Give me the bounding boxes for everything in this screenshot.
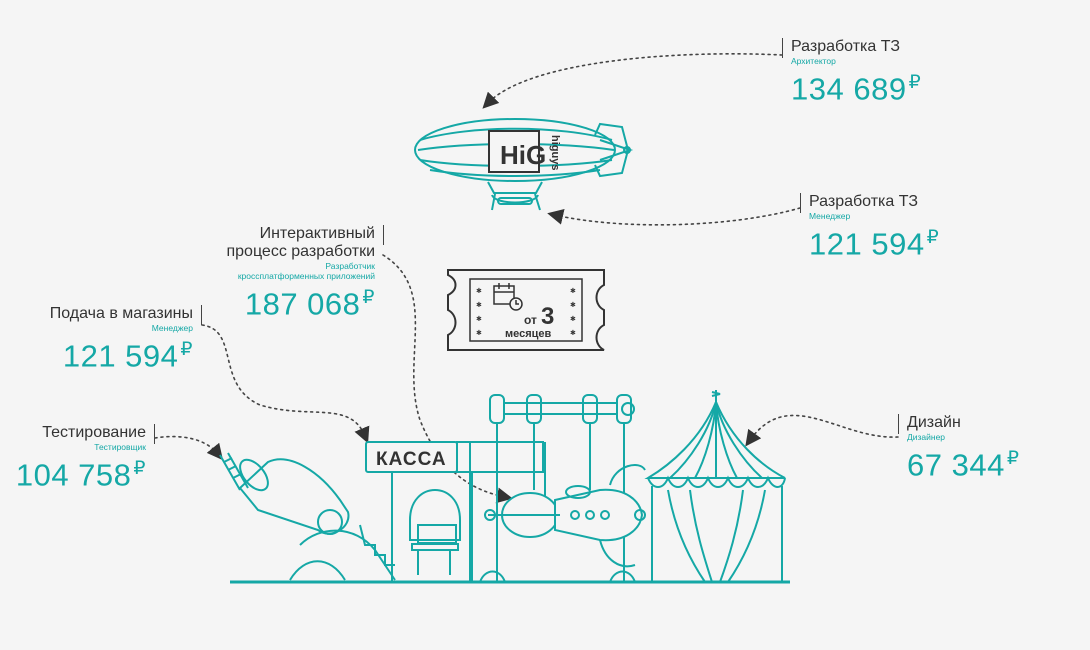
divider xyxy=(154,424,155,444)
item-title: Разработка ТЗ xyxy=(791,38,900,55)
arrow-testing xyxy=(154,435,224,461)
item-price: 67 344₽ xyxy=(907,447,1020,483)
divider xyxy=(201,305,202,325)
divider xyxy=(383,225,384,245)
item-price: 121 594₽ xyxy=(62,338,193,374)
svg-text:✱: ✱ xyxy=(476,287,482,295)
item-title-line2: процесс разработки xyxy=(226,243,375,260)
cannon xyxy=(219,452,396,581)
swing-ride xyxy=(479,394,646,583)
arrow-architect xyxy=(482,53,783,109)
circus-tent xyxy=(644,390,790,583)
ticket-unit: месяцев xyxy=(505,328,552,340)
item-price: 121 594₽ xyxy=(809,226,940,262)
ticket: ✱ ✱ ✱ ✱ ✱ ✱ ✱ ✱ от 3 месяцев xyxy=(447,269,605,351)
item-role: Дизайнер xyxy=(907,432,946,442)
svg-text:✱: ✱ xyxy=(476,301,482,309)
svg-text:✱: ✱ xyxy=(476,315,482,323)
item-role-line2: кроссплатформенных приложений xyxy=(237,271,375,281)
arrow-manager-tz xyxy=(547,207,801,226)
item-title: Разработка ТЗ xyxy=(809,193,918,210)
item-testing: Тестирование Тестировщик 104 758₽ xyxy=(16,424,155,492)
item-manager-tz: Разработка ТЗ Менеджер 121 594₽ xyxy=(800,193,939,261)
item-role: Менеджер xyxy=(151,323,193,333)
ticket-prefix: от xyxy=(524,313,537,327)
item-role: Тестировщик xyxy=(94,442,146,452)
logo-name: higuys xyxy=(549,135,561,170)
logo-mark: HiG xyxy=(500,140,546,170)
arrow-design xyxy=(745,414,899,447)
ticket-booth xyxy=(365,441,546,583)
item-design: Дизайн Дизайнер 67 344₽ xyxy=(898,414,1019,482)
item-title: Дизайн xyxy=(907,414,961,431)
svg-text:✱: ✱ xyxy=(570,287,576,295)
svg-text:✱: ✱ xyxy=(570,301,576,309)
item-price: 104 758₽ xyxy=(15,457,146,493)
calendar-icon xyxy=(493,283,523,311)
item-role-line1: Разработчик xyxy=(325,261,375,271)
svg-text:✱: ✱ xyxy=(570,329,576,337)
higuys-logo: HiG higuys xyxy=(488,130,561,173)
divider xyxy=(800,193,801,213)
item-architect: Разработка ТЗ Архитектор 134 689₽ xyxy=(782,38,921,106)
item-role: Архитектор xyxy=(791,56,836,66)
svg-text:✱: ✱ xyxy=(476,329,482,337)
item-title-line1: Интерактивный xyxy=(259,225,375,242)
booth-sign: КАССА xyxy=(376,449,447,470)
item-price: 187 068₽ xyxy=(244,286,375,322)
ticket-number: 3 xyxy=(541,303,554,330)
item-developer: Интерактивный процесс разработки Разрабо… xyxy=(226,225,384,321)
arrow-stores xyxy=(201,324,370,444)
item-title: Тестирование xyxy=(42,424,146,441)
item-role: Менеджер xyxy=(809,211,851,221)
divider xyxy=(782,38,783,58)
svg-text:✱: ✱ xyxy=(570,315,576,323)
item-price: 134 689₽ xyxy=(791,71,922,107)
divider xyxy=(898,414,899,434)
item-stores: Подача в магазины Менеджер 121 594₽ xyxy=(50,305,202,373)
item-title: Подача в магазины xyxy=(49,305,193,322)
